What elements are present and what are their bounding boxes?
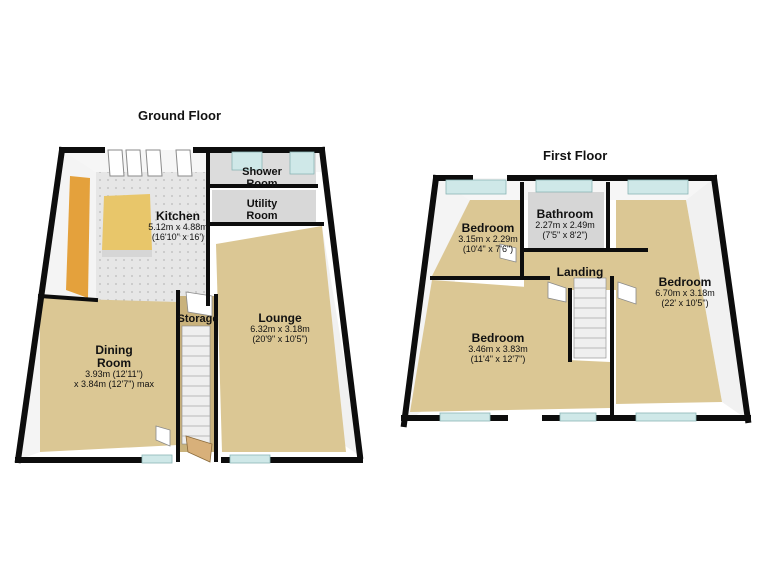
room-label-bedroom-main: Bedroom 3.46m x 3.83m (11'4" x 12'7") [452, 331, 544, 365]
ground-walls [14, 146, 364, 464]
room-label-kitchen: Kitchen 5.12m x 4.88m (16'10" x 16') [128, 209, 228, 243]
room-label-dining-room: Dining Room 3.93m (12'11") x 3.84m (12'7… [66, 343, 162, 390]
bathroom-floor [528, 192, 604, 252]
first-wall-face-right [686, 178, 748, 420]
room-name: Utility Room [246, 198, 278, 223]
room-dimensions: 3.46m x 3.83m [468, 344, 528, 355]
lounge-floor [216, 226, 346, 452]
room-name: Bedroom [471, 331, 525, 345]
kitchen-cabinets-left [66, 176, 90, 298]
kitchen-island-base [102, 250, 152, 257]
room-label-shower-room: Shower Room [228, 166, 296, 190]
front-door [185, 435, 213, 463]
bedroom-small-floor [432, 200, 520, 276]
room-dimensions-imperial: (10'4" x 7'6") [462, 244, 514, 255]
room-label-lounge: Lounge 6.32m x 3.18m (20'9" x 10'5") [232, 311, 328, 345]
room-name: Bedroom [461, 221, 515, 235]
first-floor-plan [400, 174, 752, 428]
hall-door [155, 425, 171, 447]
room-dimensions: 6.32m x 3.18m [250, 324, 310, 335]
storage-door [185, 291, 213, 317]
ground-stairs [181, 325, 211, 445]
room-dimensions-imperial: (22' x 10'5") [661, 298, 709, 309]
room-name: Shower Room [242, 166, 282, 191]
room-dimensions-imperial: (20'9" x 10'5") [252, 334, 308, 345]
room-label-bathroom: Bathroom 2.27m x 2.49m (7'5" x 8'2") [526, 207, 604, 241]
room-dimensions: 5.12m x 4.88m [148, 222, 208, 233]
room-label-bedroom-small: Bedroom 3.15m x 2.29m (10'4" x 7'6") [446, 221, 530, 255]
bedroom-main-door [547, 281, 567, 303]
first-stairs [573, 277, 607, 359]
room-dimensions: 3.15m x 2.29m [458, 234, 518, 245]
room-dimensions: 3.93m (12'11") [85, 369, 143, 380]
ground-windows [141, 151, 315, 464]
room-name: Storage [177, 313, 219, 325]
room-dimensions-imperial: (11'4" x 12'7") [470, 354, 526, 365]
room-name: Landing [556, 265, 604, 279]
kitchen-bifold-doors [107, 149, 193, 177]
room-name: Bedroom [658, 275, 712, 289]
kitchen-island-worktop [102, 194, 152, 250]
room-dimensions: 6.70m x 3.18m [655, 288, 715, 299]
bedroom-main-floor [410, 280, 610, 412]
room-label-landing: Landing [550, 265, 610, 279]
room-name: Kitchen [155, 209, 200, 223]
room-label-utility-room: Utility Room [234, 198, 290, 222]
first-floor-title: First Floor [543, 148, 608, 163]
ground-floor-plan [14, 146, 364, 464]
first-windows [439, 179, 697, 422]
room-label-bedroom-right: Bedroom 6.70m x 3.18m (22' x 10'5") [642, 275, 728, 309]
utility-room-floor [212, 190, 316, 222]
bedroom-small-door [499, 243, 517, 263]
room-name: Lounge [258, 311, 302, 325]
room-dimensions-imperial: x 3.84m (12'7") max [74, 379, 154, 390]
dining-room-floor [40, 298, 178, 452]
room-name: Bathroom [536, 207, 594, 221]
room-label-storage: Storage [170, 313, 226, 325]
room-dimensions: 2.27m x 2.49m [535, 220, 595, 231]
room-dimensions-imperial: (16'10" x 16') [151, 232, 205, 243]
room-dimensions-imperial: (7'5" x 8'2") [542, 230, 588, 241]
ground-floor-title: Ground Floor [138, 108, 222, 123]
room-name: Dining Room [95, 343, 133, 371]
bedroom-right-door [617, 281, 637, 305]
